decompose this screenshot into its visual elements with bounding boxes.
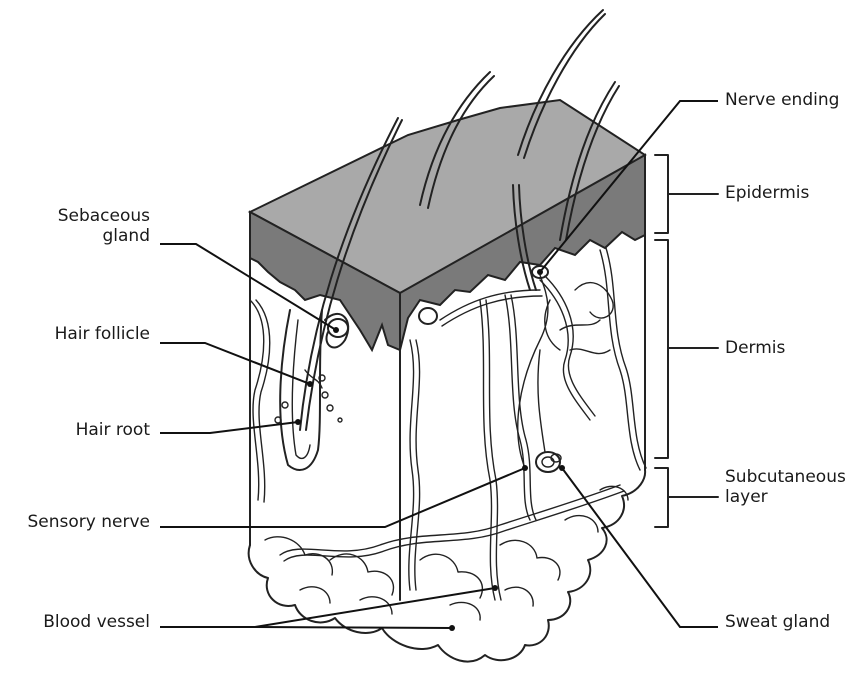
label-nerve-ending: Nerve ending — [725, 90, 839, 110]
label-subcutaneous-layer: Subcutaneous layer — [725, 467, 846, 507]
label-hair-follicle: Hair follicle — [20, 324, 150, 344]
label-hair-root: Hair root — [20, 420, 150, 440]
label-epidermis: Epidermis — [725, 183, 809, 203]
label-dermis: Dermis — [725, 338, 785, 358]
label-sensory-nerve: Sensory nerve — [4, 512, 150, 532]
blood-vessel-leader-b — [255, 627, 452, 628]
dermis-vessels — [250, 248, 646, 600]
sensory-nerve-leader — [160, 468, 525, 527]
sweat-gland-coil — [536, 350, 561, 472]
hair-root-leader — [160, 422, 298, 433]
layer-brackets — [655, 155, 718, 527]
label-blood-vessel: Blood vessel — [4, 612, 150, 632]
sweat-gland-leader — [562, 468, 718, 627]
label-sebaceous-gland: Sebaceous gland — [30, 206, 150, 246]
hair-follicle-leader — [160, 343, 310, 384]
label-sweat-gland: Sweat gland — [725, 612, 830, 632]
